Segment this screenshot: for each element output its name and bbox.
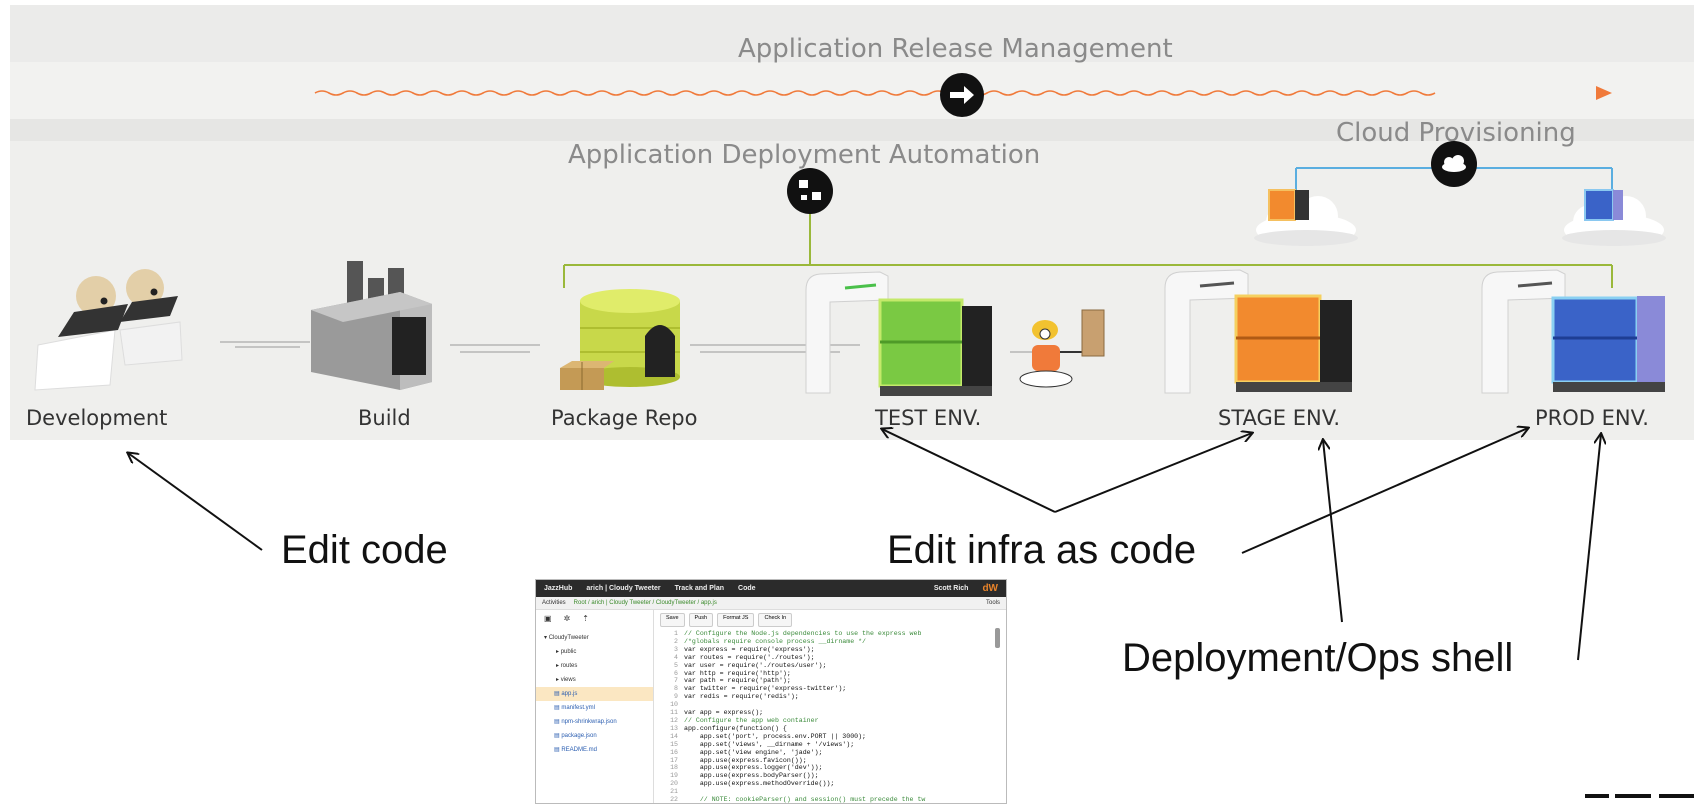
code-line: 20 app.use(express.methodOverride()); xyxy=(670,780,835,788)
release-arrow-icon xyxy=(940,73,984,117)
ibm-logo xyxy=(1585,794,1694,798)
developers-icon xyxy=(34,269,183,391)
file-path[interactable]: Root / arich | Cloudy Tweeter / CloudyTw… xyxy=(573,600,717,606)
format-js-button[interactable]: Format JS xyxy=(717,613,755,627)
activities-menu[interactable]: Activities xyxy=(542,600,566,606)
code-line: 21 xyxy=(670,788,678,796)
deploy-automation-icon xyxy=(787,168,833,214)
track-and-plan-tab[interactable]: Track and Plan xyxy=(674,585,725,592)
code-line: 14 app.set('port', process.env.PORT || 3… xyxy=(670,732,867,740)
new-file-icon[interactable]: ▣ xyxy=(544,614,552,623)
deploy-bracket xyxy=(563,214,1613,288)
code-line: 1// Configure the Node.js dependencies t… xyxy=(674,630,922,637)
edit-code-annotation: Edit code xyxy=(281,528,448,572)
tree-file[interactable]: ▤ npm-shrinkwrap.json xyxy=(554,719,617,725)
prod-cloud-icon xyxy=(1562,189,1666,246)
tools-menu[interactable]: Tools xyxy=(985,600,1000,606)
code-line: 10 xyxy=(670,701,678,709)
tree-folder[interactable]: ▸ public xyxy=(556,649,577,655)
stage-cloud-icon xyxy=(1254,189,1358,246)
deployment-automation-title: Application Deployment Automation xyxy=(568,140,1041,170)
check-in-button[interactable]: Check In xyxy=(758,613,793,627)
annotation-arrows xyxy=(128,428,1601,661)
settings-icon[interactable]: ✲ xyxy=(563,614,571,623)
jazzhub-menu[interactable]: JazzHub xyxy=(544,585,573,592)
editor-breadcrumb: Activities Root / arich | Cloudy Tweeter… xyxy=(536,597,1006,610)
file-tree: ▣ ✲ ⇡ ▾ CloudyTweeter ▸ public ▸ routes … xyxy=(536,610,654,803)
code-pane[interactable]: Save Push Format JS Check In 1// Configu… xyxy=(654,610,1006,804)
code-lines[interactable]: 1// Configure the Node.js dependencies t… xyxy=(654,630,1006,804)
test-env-icon xyxy=(805,271,992,396)
stage-label-build: Build xyxy=(358,406,411,430)
code-editor-screenshot: JazzHub arich | Cloudy Tweeter Track and… xyxy=(535,579,1007,804)
editor-toolbar: Save Push Format JS Check In xyxy=(654,610,1006,630)
save-button[interactable]: Save xyxy=(660,613,685,627)
release-management-title: Application Release Management xyxy=(738,34,1173,64)
code-tab[interactable]: Code xyxy=(738,585,756,592)
stage-label-development: Development xyxy=(26,406,168,430)
cloud-icon xyxy=(1431,141,1477,187)
pipeline-background xyxy=(10,5,1694,440)
tree-root[interactable]: ▾ CloudyTweeter xyxy=(544,635,589,641)
code-line: 22 // NOTE: cookieParser() and session()… xyxy=(670,796,926,804)
tree-folder[interactable]: ▸ views xyxy=(556,677,576,683)
stage-env-icon xyxy=(1164,269,1352,394)
ops-shell-annotation: Deployment/Ops shell xyxy=(1122,636,1514,680)
editor-scrollbar[interactable] xyxy=(995,628,1000,648)
stage-label-test-env: TEST ENV. xyxy=(875,406,982,430)
code-line: 15 app.set('views', __dirname + '/views'… xyxy=(670,740,855,748)
stage-label-package-repo: Package Repo xyxy=(551,406,698,430)
code-line: 12// Configure the app web container xyxy=(670,716,819,724)
upload-icon[interactable]: ⇡ xyxy=(582,614,589,623)
push-button[interactable]: Push xyxy=(688,613,714,627)
test-robot-icon xyxy=(1019,309,1105,388)
code-line: 2/*globals require console process __dir… xyxy=(674,637,867,645)
code-line: 18 app.use(express.logger('dev')); xyxy=(670,764,823,772)
tree-file[interactable]: ▤ package.json xyxy=(554,733,597,739)
code-line: 19 app.use(express.bodyParser()); xyxy=(670,772,819,780)
code-line: 17 app.use(express.favicon()); xyxy=(670,756,807,764)
tree-file[interactable]: ▤ manifest.yml xyxy=(554,705,596,711)
dw-logo: dW xyxy=(982,583,998,594)
tree-file-selected[interactable]: ▤ app.js xyxy=(536,687,653,701)
user-menu[interactable]: Scott Rich xyxy=(933,585,969,592)
project-menu[interactable]: arich | Cloudy Tweeter xyxy=(586,585,661,592)
editor-topbar: JazzHub arich | Cloudy Tweeter Track and… xyxy=(536,580,1006,597)
release-flow-line xyxy=(314,86,1612,100)
build-factory-icon xyxy=(311,261,432,390)
stage-label-prod-env: PROD ENV. xyxy=(1535,406,1649,430)
edit-infra-annotation: Edit infra as code xyxy=(887,528,1197,572)
tree-folder[interactable]: ▸ routes xyxy=(556,663,578,669)
code-line: 16 app.set('view engine', 'jade'); xyxy=(670,748,823,756)
tree-file[interactable]: ▤ README.md xyxy=(554,747,598,753)
package-repo-icon xyxy=(560,289,680,390)
stage-label-stage-env: STAGE ENV. xyxy=(1218,406,1341,430)
prod-env-icon xyxy=(1481,269,1665,394)
